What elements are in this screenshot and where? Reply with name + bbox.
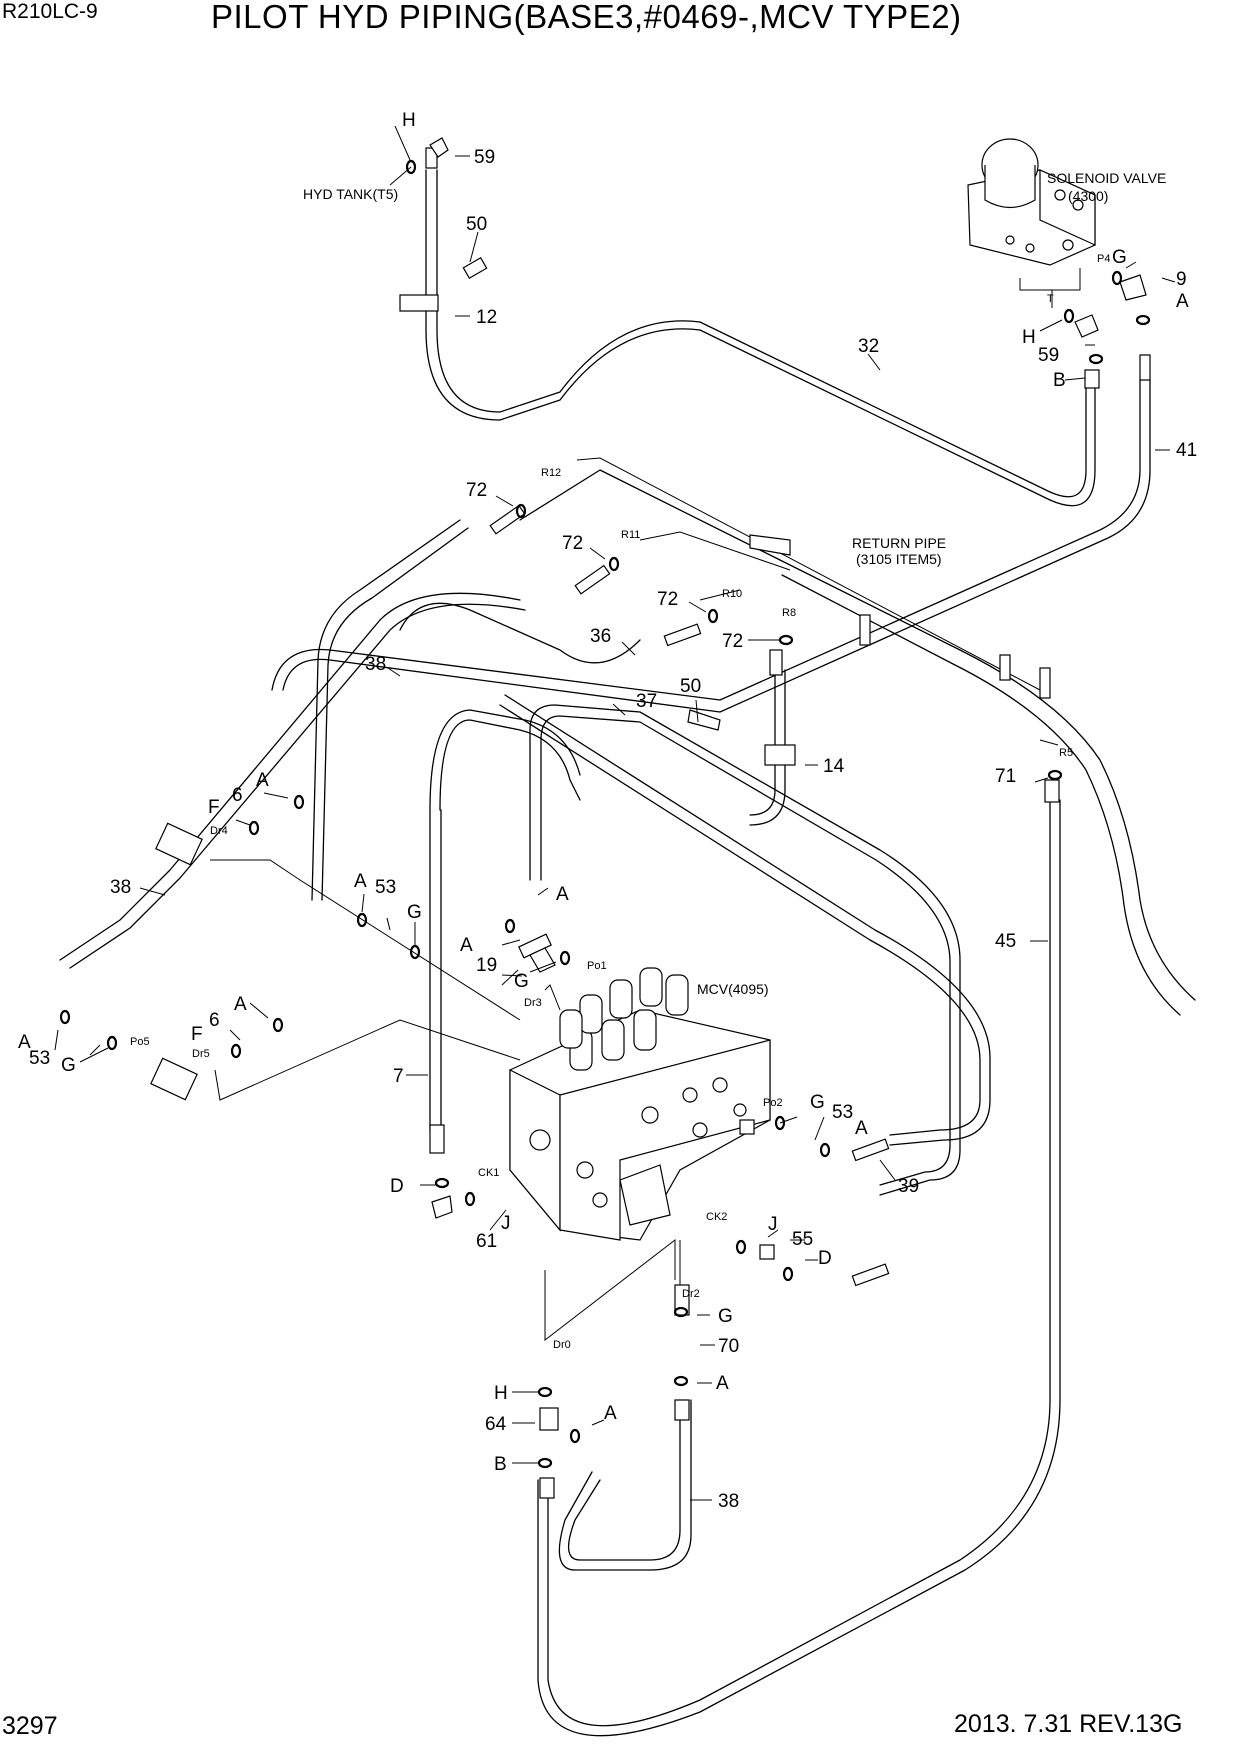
callout-71: 71 [995, 766, 1016, 787]
callout-G: G [514, 971, 529, 992]
callout-12: 12 [476, 307, 497, 328]
callout-G: G [61, 1055, 76, 1076]
page-number: 3297 [2, 1712, 58, 1740]
solenoid-valve-label: SOLENOID VALVE [1047, 170, 1166, 186]
callout-19: 19 [476, 955, 497, 976]
callout-6: 6 [232, 785, 243, 806]
callout-41: 41 [1176, 440, 1197, 461]
callout-39: 39 [898, 1176, 919, 1197]
callout-G: G [810, 1092, 825, 1113]
callout-64: 64 [485, 1414, 507, 1435]
callout-H: H [494, 1383, 508, 1404]
return-pipe-label: RETURN PIPE [852, 535, 946, 551]
port-Po1: Po1 [587, 960, 607, 972]
o-rings [59, 159, 1151, 1469]
callout-50: 50 [680, 676, 701, 697]
solenoid-valve-ref: (4300) [1068, 188, 1108, 204]
callout-H: H [1022, 327, 1036, 348]
callout-38: 38 [718, 1491, 739, 1512]
callout-70: 70 [718, 1336, 739, 1357]
port-Dr4: Dr4 [210, 825, 228, 837]
page-title: PILOT HYD PIPING(BASE3,#0469-,MCV TYPE2) [211, 0, 962, 35]
callout-38: 38 [365, 654, 386, 675]
hose-lines [59, 169, 1196, 1737]
callout-H: H [402, 110, 416, 131]
callout-72: 72 [466, 480, 487, 501]
part-callouts: H 59 50 12 32 G 9 A H 59 B 41 72 72 72 7… [18, 110, 1197, 1512]
callout-53: 53 [375, 877, 396, 898]
callout-B: B [1053, 370, 1066, 391]
callout-6: 6 [209, 1010, 220, 1031]
callout-32: 32 [858, 336, 879, 357]
callout-50: 50 [466, 214, 487, 235]
callout-53: 53 [832, 1102, 853, 1123]
callout-A: A [855, 1118, 868, 1139]
callout-G: G [718, 1306, 733, 1327]
callout-38: 38 [110, 877, 131, 898]
revision-date: 2013. 7.31 REV.13G [954, 1710, 1183, 1738]
port-R12: R12 [541, 467, 561, 479]
callout-D: D [390, 1176, 404, 1197]
callout-A: A [556, 884, 569, 905]
callout-14: 14 [823, 756, 845, 777]
callout-F: F [208, 797, 220, 818]
callout-D: D [818, 1248, 832, 1269]
callout-A: A [716, 1373, 729, 1394]
callout-9: 9 [1176, 269, 1187, 290]
callout-G: G [1112, 247, 1127, 268]
callout-7: 7 [393, 1066, 404, 1087]
callout-A: A [460, 935, 473, 956]
callout-A: A [18, 1032, 31, 1053]
port-Dr0: Dr0 [553, 1339, 571, 1351]
port-R10: R10 [722, 588, 742, 600]
solenoid-valve[interactable] [967, 138, 1096, 266]
port-Dr2: Dr2 [682, 1288, 700, 1300]
port-T: T [1047, 293, 1054, 305]
port-Po5: Po5 [130, 1036, 150, 1048]
port-P4: P4 [1097, 253, 1110, 265]
return-pipe-ref: (3105 ITEM5) [856, 551, 942, 567]
callout-G: G [407, 902, 422, 923]
callout-37: 37 [636, 691, 657, 712]
port-CK1: CK1 [478, 1167, 499, 1179]
model-number: R210LC-9 [2, 0, 98, 23]
callout-53: 53 [29, 1048, 50, 1069]
callout-A: A [354, 871, 367, 892]
fittings [150, 137, 1151, 1499]
callout-61: 61 [476, 1231, 497, 1252]
callout-72: 72 [562, 533, 583, 554]
callout-45: 45 [995, 931, 1016, 952]
port-R5: R5 [1059, 747, 1073, 759]
callout-B: B [494, 1454, 507, 1475]
port-labels: P4 T R12 R11 R10 R8 R5 Dr4 Dr5 Po5 Dr3 P… [130, 253, 1110, 1351]
callout-A: A [604, 1403, 617, 1424]
port-Dr5: Dr5 [192, 1048, 210, 1060]
callout-36: 36 [590, 626, 611, 647]
callout-59: 59 [474, 147, 495, 168]
reference-lines [210, 268, 1081, 1342]
callout-55: 55 [792, 1229, 813, 1250]
callout-A: A [256, 770, 269, 791]
port-CK2: CK2 [706, 1211, 727, 1223]
callout-A: A [234, 994, 247, 1015]
callout-F: F [191, 1024, 203, 1045]
leader-lines [54, 125, 1176, 1501]
callout-59: 59 [1038, 345, 1059, 366]
port-R11: R11 [621, 529, 640, 541]
hyd-tank-label: HYD TANK(T5) [303, 186, 398, 202]
mcv-block[interactable] [509, 967, 771, 1241]
port-Po2: Po2 [763, 1097, 783, 1109]
callout-J: J [768, 1214, 778, 1235]
callout-72: 72 [657, 589, 678, 610]
callout-J: J [501, 1213, 511, 1234]
port-Dr3: Dr3 [524, 997, 542, 1009]
callout-72: 72 [722, 631, 743, 652]
component-labels: SOLENOID VALVE (4300) HYD TANK(T5) RETUR… [303, 170, 1166, 997]
mcv-label: MCV(4095) [697, 981, 769, 997]
port-R8: R8 [782, 607, 796, 619]
callout-A: A [1176, 291, 1189, 312]
